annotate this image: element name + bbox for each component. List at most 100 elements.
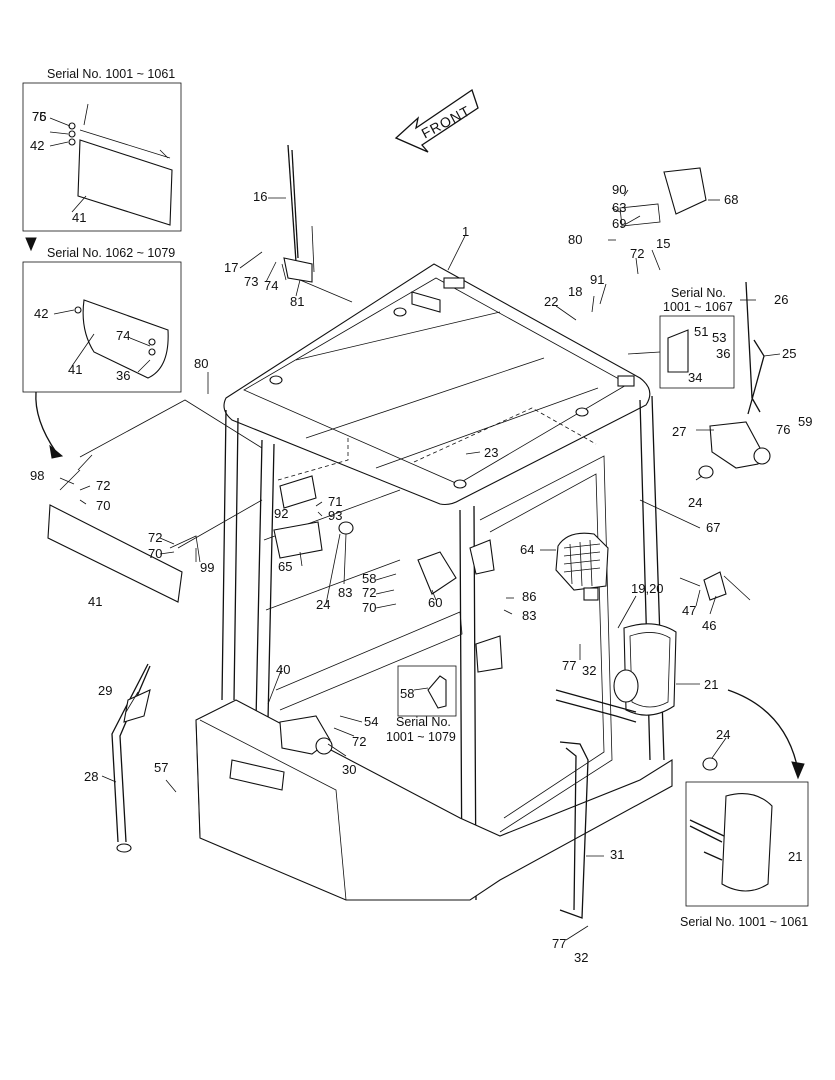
inset-b-caption: Serial No. 1062 ~ 1079 [47,246,175,260]
rear-mirror [555,623,677,919]
label-99: 99 [200,560,214,575]
label-72-top: 72 [630,246,644,261]
antenna [283,144,353,303]
label-40: 40 [276,662,290,677]
part-labels: 1 15 16 17 18 19,20 21 21 22 23 24 24 24… [30,109,812,965]
label-42-inset-a: 42 [30,138,44,153]
label-68: 68 [724,192,738,207]
inset-a-caption: Serial No. 1001 ~ 1061 [47,67,175,81]
label-72-visor-a: 72 [96,478,110,493]
inset-e-pointer [727,689,799,771]
label-28: 28 [84,769,98,784]
label-80-left: 80 [194,356,208,371]
sun-visor [47,399,263,603]
label-30: 30 [342,762,356,777]
label-54: 54 [364,714,378,729]
label-17: 17 [224,260,238,275]
label-15: 15 [656,236,670,251]
label-26: 26 [774,292,788,307]
label-75: 75 [32,109,46,124]
label-93: 93 [328,508,342,523]
label-91: 91 [590,272,604,287]
work-lamp [555,532,609,601]
interior-parts [273,465,751,771]
label-72-front: 72 [352,734,366,749]
label-70-center: 70 [362,600,376,615]
inset-box-d: Serial No. 1001 ~ 1079 [386,665,457,744]
label-24-center: 24 [316,597,330,612]
inset-box-e: Serial No. 1001 ~ 1061 [680,781,809,929]
label-46: 46 [702,618,716,633]
label-77-lower: 77 [552,936,566,951]
inset-d-caption-line1: Serial No. [396,715,451,729]
label-58-inset: 58 [400,686,414,701]
label-32-lower: 32 [574,950,588,965]
label-59: 59 [798,414,812,429]
label-67: 67 [706,520,720,535]
label-73: 73 [244,274,258,289]
inset-box-b: Serial No. 1062 ~ 1079 [22,237,182,393]
label-25: 25 [782,346,796,361]
label-51: 51 [694,324,708,339]
label-86: 86 [522,589,536,604]
label-1: 1 [462,224,469,239]
label-83-right: 83 [522,608,536,623]
label-34: 34 [688,370,702,385]
label-23: 23 [484,445,498,460]
label-60: 60 [428,595,442,610]
label-65: 65 [278,559,292,574]
inset-e-caption: Serial No. 1001 ~ 1061 [680,915,808,929]
front-arrow: FRONT [394,88,479,153]
label-36-inset-c: 36 [716,346,730,361]
wiper-left [111,663,151,853]
inset-c-caption-line2: 1001 ~ 1067 [663,300,733,314]
label-57: 57 [154,760,168,775]
inset-b-pointer [35,391,57,453]
leader-lines [49,117,781,941]
label-74-antenna: 74 [264,278,278,293]
label-24-lower: 24 [716,727,730,742]
top-mirror [619,167,707,227]
label-18: 18 [568,284,582,299]
label-71: 71 [328,494,342,509]
inset-d-caption-line2: 1001 ~ 1079 [386,730,456,744]
label-83-center: 83 [338,585,352,600]
label-16: 16 [253,189,267,204]
label-63: 63 [612,200,626,215]
label-42-inset-b: 42 [34,306,48,321]
label-21-main: 21 [704,677,718,692]
label-24-right: 24 [688,495,702,510]
label-72-center: 72 [362,585,376,600]
label-77-upper: 77 [562,658,576,673]
label-72-visor-b: 72 [148,530,162,545]
inset-c-caption-line1: Serial No. [671,286,726,300]
label-58-main: 58 [362,571,376,586]
label-19-20: 19,20 [631,581,664,596]
label-53: 53 [712,330,726,345]
label-41-visor: 41 [88,594,102,609]
label-80-top: 80 [568,232,582,247]
label-81: 81 [290,294,304,309]
label-92: 92 [274,506,288,521]
label-31: 31 [610,847,624,862]
label-70-visor-b: 70 [148,546,162,561]
label-90: 90 [612,182,626,197]
label-47: 47 [682,603,696,618]
label-76-inset-a: 76 [32,109,46,124]
inset-box-c: Serial No. 1001 ~ 1067 [627,286,735,389]
label-36-inset-b: 36 [116,368,130,383]
label-29: 29 [98,683,112,698]
label-41-inset-b: 41 [68,362,82,377]
label-69: 69 [612,216,626,231]
wiper-motor-front [229,715,333,791]
inset-box-a: Serial No. 1001 ~ 1061 [22,67,182,232]
label-27: 27 [672,424,686,439]
label-98: 98 [30,468,44,483]
label-41-inset-a: 41 [72,210,86,225]
label-76-right: 76 [776,422,790,437]
label-64: 64 [520,542,534,557]
label-32-upper: 32 [582,663,596,678]
label-22: 22 [544,294,558,309]
